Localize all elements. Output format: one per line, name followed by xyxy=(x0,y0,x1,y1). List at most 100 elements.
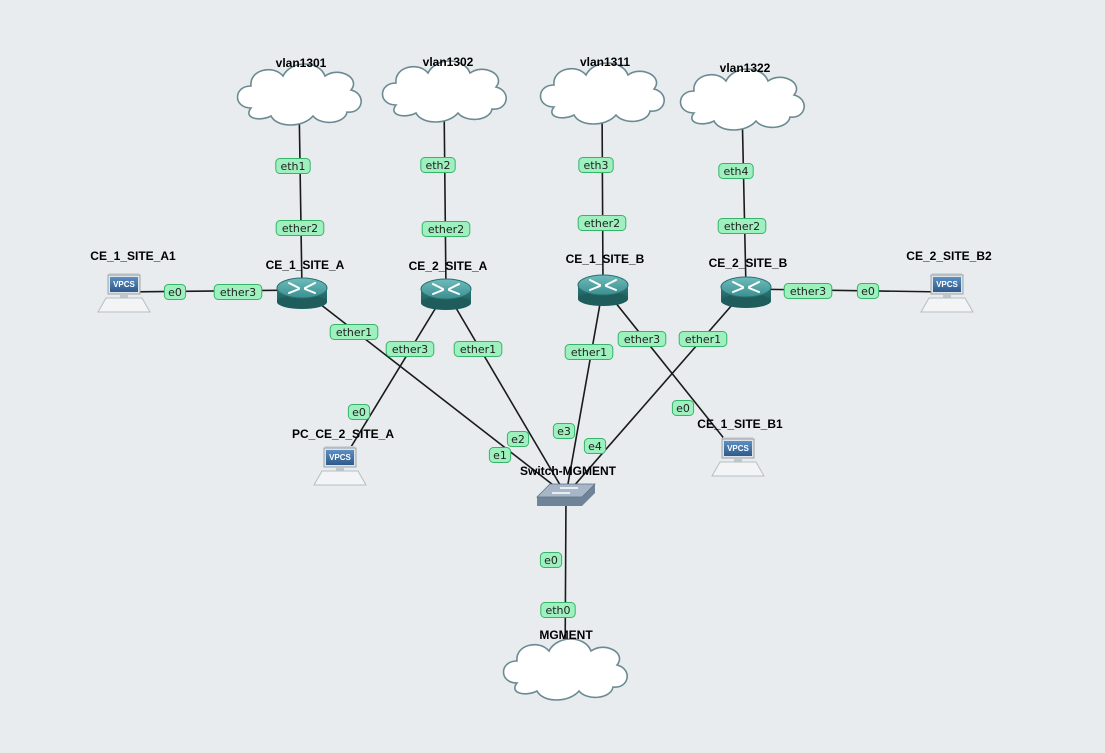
node-pc_a1[interactable]: VPCS CE_1_SITE_A1 xyxy=(90,249,176,313)
link-ce2b-pc_b2[interactable] xyxy=(745,288,948,293)
vpcs-badge: VPCS xyxy=(113,280,135,289)
node-ce2a[interactable]: CE_2_SITE_A xyxy=(409,259,488,310)
port-label-text: eth3 xyxy=(583,159,608,172)
cloud-icon xyxy=(381,60,507,123)
node-label: MGMENT xyxy=(539,628,593,642)
port-label-text: e0 xyxy=(544,554,558,567)
vpcs-badge: VPCS xyxy=(936,280,958,289)
node-pc_ce2a[interactable]: VPCS PC_CE_2_SITE_A xyxy=(292,427,394,486)
node-label: vlan1301 xyxy=(276,56,327,70)
node-ce1a[interactable]: CE_1_SITE_A xyxy=(266,258,345,309)
node-label: PC_CE_2_SITE_A xyxy=(292,427,394,441)
node-label: CE_2_SITE_A xyxy=(409,259,488,273)
port-label-text: e0 xyxy=(168,286,182,299)
port-label: e1 xyxy=(488,447,512,463)
port-label-text: ether3 xyxy=(392,343,428,356)
node-label: vlan1311 xyxy=(580,55,630,69)
port-label-text: ether2 xyxy=(724,220,760,233)
links-layer xyxy=(123,96,948,676)
link-ce2a-pc_ce2a[interactable] xyxy=(339,290,447,466)
node-label: CE_2_SITE_B xyxy=(709,256,788,270)
port-label: ether3 xyxy=(213,284,263,300)
port-label: ether2 xyxy=(577,215,627,231)
port-label: ether1 xyxy=(453,341,503,357)
node-label: CE_1_SITE_B xyxy=(566,252,645,266)
link-pc_a1-ce1a[interactable] xyxy=(123,289,303,293)
port-label: ether1 xyxy=(329,324,379,340)
vpcs-badge: VPCS xyxy=(727,444,749,453)
port-label: e0 xyxy=(671,400,695,416)
node-pc_b2[interactable]: VPCS CE_2_SITE_B2 xyxy=(906,249,992,313)
vpcs-computer-icon: VPCS xyxy=(313,446,367,486)
node-label: CE_1_SITE_B1 xyxy=(697,417,783,431)
port-label-text: ether2 xyxy=(584,217,620,230)
node-mgment[interactable]: MGMENT xyxy=(502,628,628,701)
port-label-text: e2 xyxy=(511,433,525,446)
port-label-text: e0 xyxy=(676,402,690,415)
port-label: eth3 xyxy=(578,157,614,173)
vpcs-computer-icon: VPCS xyxy=(711,437,765,477)
port-label-text: ether1 xyxy=(685,333,721,346)
port-label: ether2 xyxy=(275,220,325,236)
node-label: CE_1_SITE_A xyxy=(266,258,345,272)
port-label: e0 xyxy=(163,284,187,300)
port-label: eth4 xyxy=(718,163,754,179)
node-switch[interactable]: Switch-MGMENT xyxy=(520,464,617,506)
port-label-text: ether1 xyxy=(571,346,607,359)
node-label: vlan1322 xyxy=(720,61,771,75)
port-label-text: e4 xyxy=(588,440,602,453)
link-ce1b-switch[interactable] xyxy=(565,286,604,496)
port-label-text: ether3 xyxy=(790,285,826,298)
router-icon xyxy=(577,274,629,306)
cloud-icon xyxy=(236,63,362,126)
vpcs-computer-icon: VPCS xyxy=(97,273,151,313)
port-label-text: e0 xyxy=(861,285,875,298)
router-icon xyxy=(276,277,328,309)
port-label: ether1 xyxy=(678,331,728,347)
port-label-text: ether2 xyxy=(428,223,464,236)
node-vlan1302[interactable]: vlan1302 xyxy=(381,55,507,123)
node-ce2b[interactable]: CE_2_SITE_B xyxy=(709,256,788,308)
node-label: CE_2_SITE_B2 xyxy=(906,249,992,263)
port-label: e0 xyxy=(539,552,563,568)
link-vlan1302-ce2a[interactable] xyxy=(443,96,447,292)
port-label-text: e3 xyxy=(557,425,571,438)
node-vlan1311[interactable]: vlan1311 xyxy=(539,55,665,125)
port-label-text: ether3 xyxy=(624,333,660,346)
port-label-text: ether1 xyxy=(336,326,372,339)
node-label: CE_1_SITE_A1 xyxy=(90,249,176,263)
cloud-icon xyxy=(539,62,665,125)
vpcs-badge: VPCS xyxy=(329,453,351,462)
port-label-text: e0 xyxy=(352,406,366,419)
node-label: vlan1302 xyxy=(423,55,474,69)
cloud-icon xyxy=(679,68,805,131)
link-ce1b-pc_b1[interactable] xyxy=(602,286,739,457)
vpcs-computer-icon: VPCS xyxy=(920,273,974,313)
port-label-text: ether3 xyxy=(220,286,256,299)
port-label-text: ether2 xyxy=(282,222,318,235)
port-label: e0 xyxy=(347,404,371,420)
port-label: e3 xyxy=(552,423,576,439)
node-ce1b[interactable]: CE_1_SITE_B xyxy=(566,252,645,306)
link-vlan1301-ce1a[interactable] xyxy=(298,99,303,291)
port-label-text: eth4 xyxy=(723,165,748,178)
switch-icon xyxy=(536,483,596,506)
link-vlan1311-ce1b[interactable] xyxy=(601,98,604,288)
port-label: ether2 xyxy=(421,221,471,237)
port-label-text: eth2 xyxy=(425,159,450,172)
node-vlan1301[interactable]: vlan1301 xyxy=(236,56,362,126)
link-vlan1322-ce2b[interactable] xyxy=(741,104,747,290)
node-label: Switch-MGMENT xyxy=(520,464,617,478)
link-ce2a-switch[interactable] xyxy=(445,290,567,496)
node-vlan1322[interactable]: vlan1322 xyxy=(679,61,805,131)
node-pc_b1[interactable]: VPCS CE_1_SITE_B1 xyxy=(697,417,783,477)
router-icon xyxy=(720,276,772,308)
ports-layer: eth1 ether2 eth2 ether2 eth3 ether2 eth4 ether2… xyxy=(163,157,880,618)
port-label-text: eth0 xyxy=(545,604,570,617)
link-ce2b-switch[interactable] xyxy=(565,288,747,496)
port-label: ether3 xyxy=(617,331,667,347)
port-label: ether1 xyxy=(564,344,614,360)
port-label: e4 xyxy=(583,438,607,454)
port-label-text: eth1 xyxy=(280,160,305,173)
